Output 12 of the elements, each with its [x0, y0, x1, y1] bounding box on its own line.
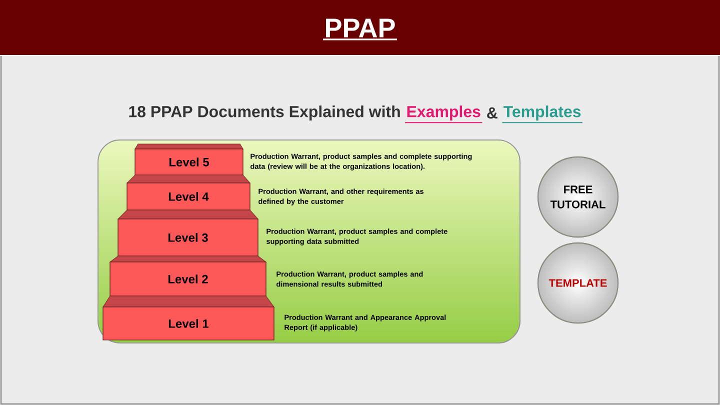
link-text: Examples: [404, 106, 483, 124]
subtitle-text: &: [487, 107, 498, 119]
title: PPAP: [326, 18, 395, 38]
step-box: Level 1: [102, 296, 274, 340]
circle-button: TEMPLATE: [537, 242, 619, 324]
circle-button: FREE TUTORIAL: [537, 156, 619, 238]
step-box: Level 3: [118, 210, 258, 256]
step-box: Level 4: [126, 174, 250, 210]
step-box: Level 5: [134, 144, 244, 176]
subtitle-text: 18 PPAP Documents Explained with: [129, 106, 400, 120]
link-text: Templates: [502, 106, 583, 124]
step-box: Level 2: [110, 256, 266, 296]
